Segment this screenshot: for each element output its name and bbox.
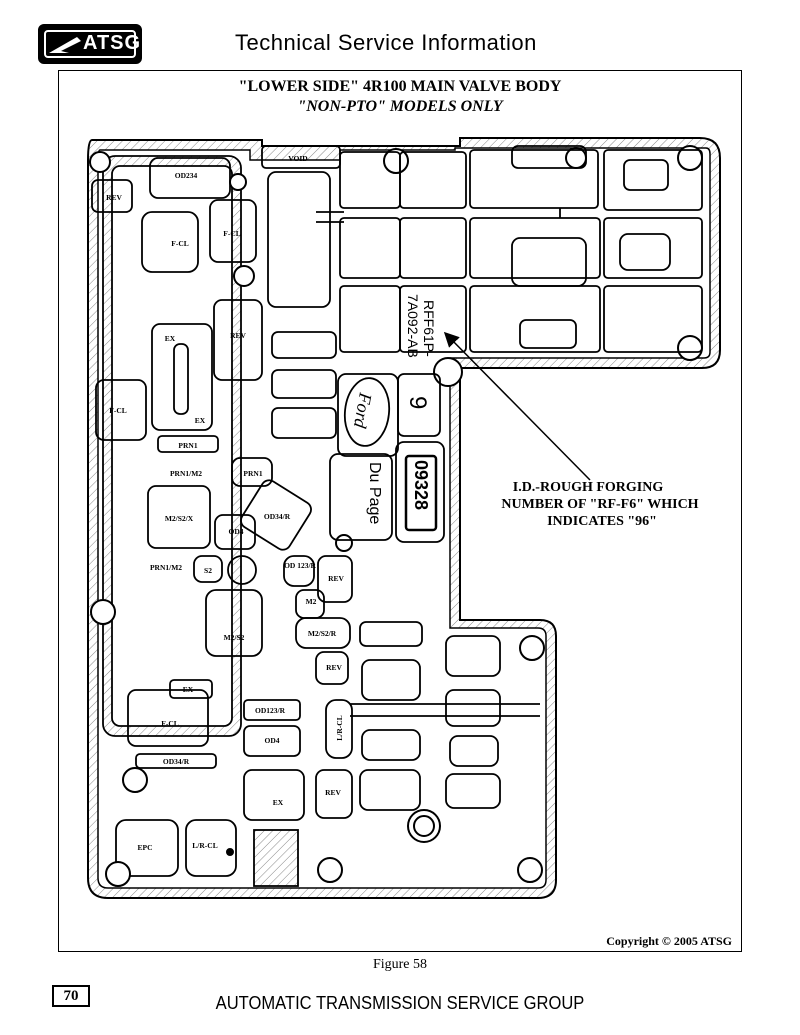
logo-border (44, 30, 136, 58)
callout-line2: NUMBER OF "RF-F6" WHICH (501, 497, 698, 512)
label-fcl-left: F-CL (109, 406, 127, 415)
label-od234: OD234 (175, 171, 198, 180)
label-lrcl-2: L/R-CL (192, 841, 217, 850)
label-prn1m2-1: PRN1/M2 (170, 469, 202, 478)
casting-id-area (329, 373, 445, 543)
label-ex-2: EX (195, 416, 206, 425)
label-s2: S2 (204, 566, 212, 575)
label-od123r-1: OD 123/R (284, 561, 316, 570)
label-m2: M2 (306, 597, 317, 606)
label-od34r-1: OD34/R (264, 512, 291, 521)
atsg-logo: ATSG (38, 24, 142, 64)
label-fcl-bottom: F-CL (161, 719, 179, 728)
casting-outline (87, 137, 721, 899)
page-header-title: Technical Service Information (235, 30, 537, 55)
footer-text: AUTOMATIC TRANSMISSION SERVICE GROUP (215, 993, 585, 1013)
label-rev-3: REV (328, 574, 344, 583)
label-rev-2: REV (230, 331, 246, 340)
label-void: VOID (288, 154, 308, 163)
label-od4-1: OD4 (229, 527, 244, 536)
label-m2s2x: M2/S2/X (165, 514, 194, 523)
bolt-holes (89, 145, 703, 887)
label-prn1-1: PRN1 (178, 441, 197, 450)
vendor-text: Du Page (366, 462, 383, 524)
lower-valve-bores (350, 621, 540, 811)
label-epc: EPC (138, 843, 153, 852)
label-lrcl-1: L/R-CL (335, 715, 344, 740)
copyright-text: Copyright © 2005 ATSG (606, 934, 732, 948)
label-od123r-2: OD123/R (255, 706, 286, 715)
serial-number: 09328 (411, 460, 431, 510)
label-m2s2r: M2/S2/R (308, 629, 337, 638)
label-ex-4: EX (273, 798, 284, 807)
page-number: 70 (52, 985, 90, 1007)
callout-arrow (443, 331, 591, 481)
wing-icon (49, 37, 81, 53)
figure-caption: Figure 58 (372, 957, 428, 972)
label-od4-2: OD4 (265, 736, 280, 745)
label-rev-top: REV (106, 193, 122, 202)
callout-line1: I.D.-ROUGH FORGING (513, 480, 664, 495)
label-ex-1: EX (165, 334, 176, 343)
figure-title: "LOWER SIDE" 4R100 MAIN VALVE BODY (238, 78, 562, 95)
label-fcl-1: F-CL (171, 239, 189, 248)
callout-note: I.D.-ROUGH FORGING NUMBER OF "RF-F6" WHI… (501, 480, 698, 529)
valve-bore-grid (271, 145, 703, 439)
part-number-line2: 7A092-AB (405, 294, 421, 358)
label-rev-5: REV (325, 788, 341, 797)
part-number-line1: RFF61P- (421, 300, 437, 357)
left-passages (91, 145, 353, 887)
passage-labels: VOID OD234 REV F-CL F-CL REV EX F-CL EX … (106, 154, 344, 852)
label-prn1m2-2: PRN1/M2 (150, 563, 182, 572)
figure-frame (58, 70, 742, 952)
label-rev-4: REV (326, 663, 342, 672)
label-fcl-2: F-CL (223, 229, 241, 238)
label-od34r-2: OD34/R (163, 757, 190, 766)
logo-text: ATSG (83, 32, 142, 54)
label-m2s2-1: M2/S2 (224, 633, 245, 642)
casting-text: RFF61P- 7A092-AB Ford 9 Du Page 09328 (350, 294, 437, 524)
label-prn1-2: PRN1 (243, 469, 262, 478)
casting-digit: 9 (404, 396, 431, 409)
callout-line3: INDICATES "96" (547, 514, 657, 529)
figure-subtitle: "NON-PTO" MODELS ONLY (297, 98, 503, 115)
label-ex-3: EX (183, 685, 194, 694)
